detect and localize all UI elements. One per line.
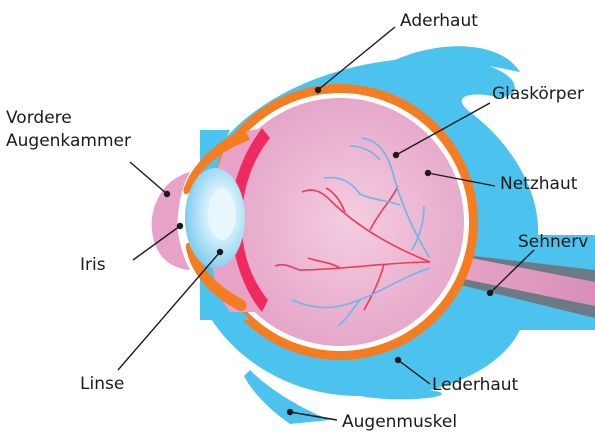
label-sehnerv: Sehnerv <box>518 232 588 252</box>
label-vordere: Vordere <box>6 108 72 128</box>
label-augenmuskel: Augenmuskel <box>342 412 457 432</box>
leader-vordere-augenkammer <box>130 162 167 194</box>
label-lederhaut: Lederhaut <box>432 375 519 395</box>
label-linse: Linse <box>80 374 124 394</box>
label-netzhaut: Netzhaut <box>500 174 578 194</box>
label-glaskoerper: Glaskörper <box>492 84 584 104</box>
label-iris: Iris <box>80 255 106 275</box>
label-aderhaut: Aderhaut <box>400 11 478 31</box>
label-augenkammer: Augenkammer <box>6 131 131 151</box>
lens-highlight <box>208 188 236 240</box>
